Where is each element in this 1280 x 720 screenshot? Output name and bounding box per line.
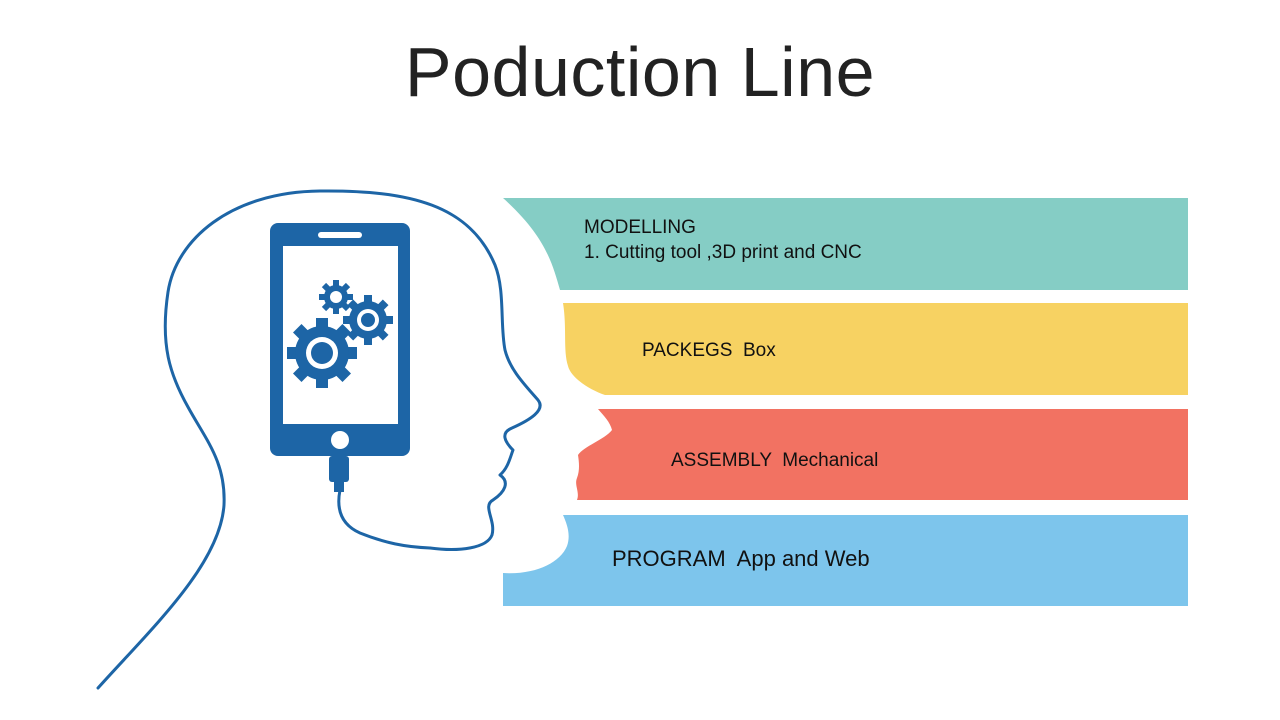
band-program-heading: PROGRAM App and Web <box>612 546 870 571</box>
band-assembly-heading: ASSEMBLY Mechanical <box>671 450 879 471</box>
band-assembly <box>576 409 1188 500</box>
band-packegs-heading: PACKEGS Box <box>642 340 776 361</box>
band-program <box>503 515 1188 606</box>
band-modelling-subtitle: 1. Cutting tool ,3D print and CNC <box>584 242 862 263</box>
cable-plug-tip <box>334 482 344 492</box>
head-outline-icon <box>96 189 542 690</box>
band-modelling <box>503 198 1188 290</box>
cable-icon <box>337 488 432 550</box>
cable-plug <box>329 456 349 482</box>
band-modelling-heading: MODELLING <box>584 217 696 238</box>
band-packegs <box>563 303 1188 395</box>
slide-title: Poduction Line <box>404 33 876 111</box>
